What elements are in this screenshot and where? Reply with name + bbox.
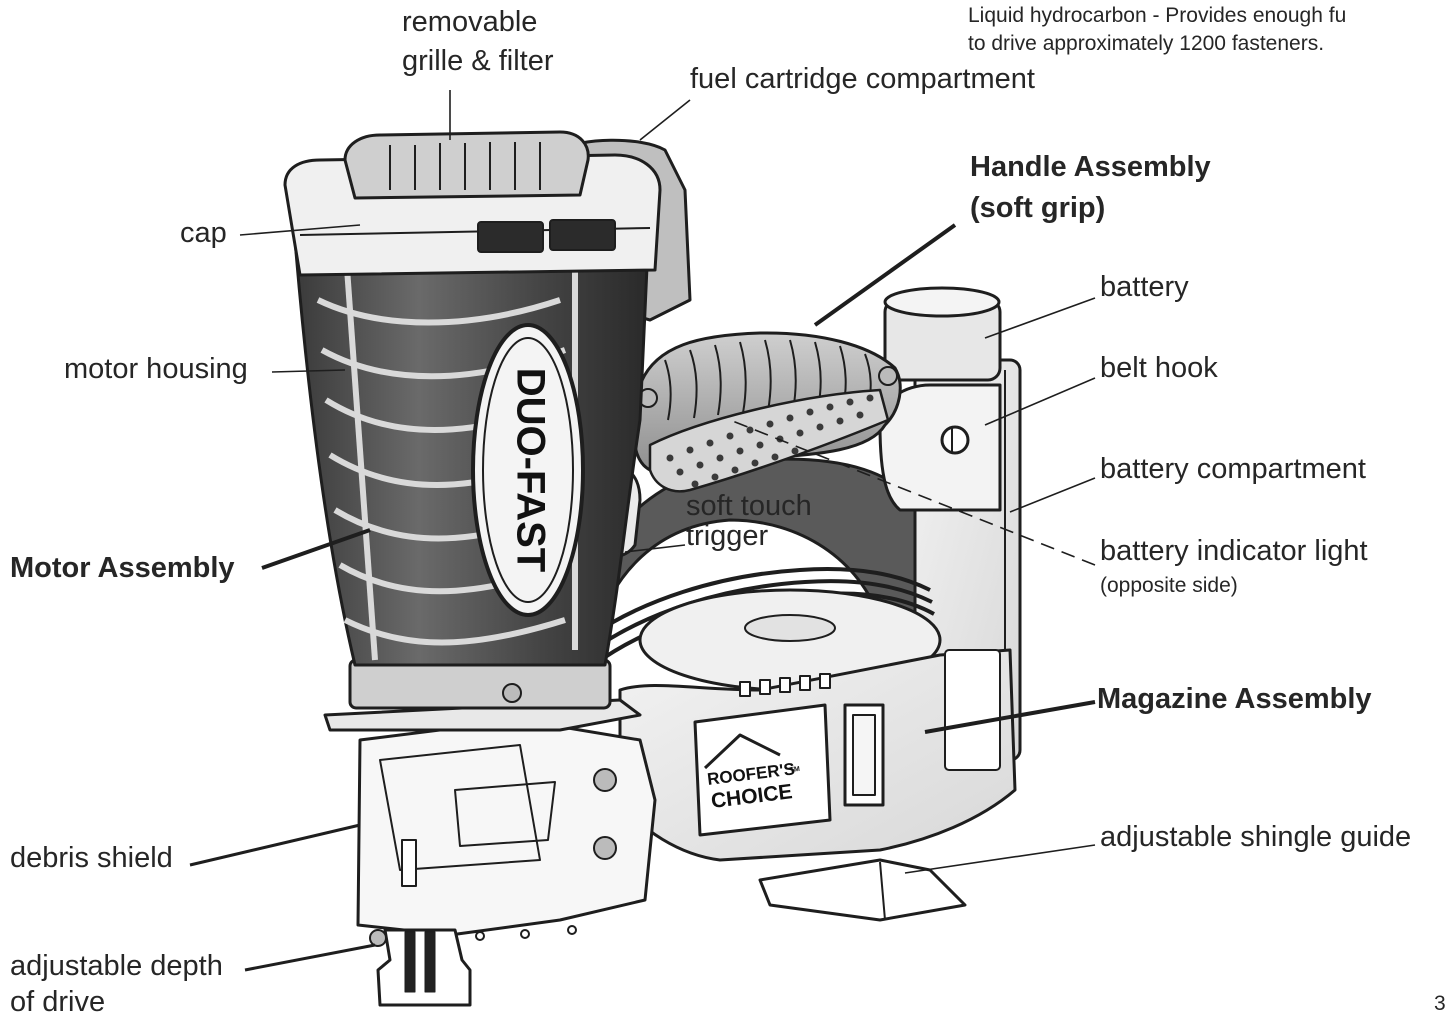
duofast-logo: DUO-FAST: [508, 368, 552, 572]
fuel-note-line2: to drive approximately 1200 fasteners.: [968, 32, 1325, 55]
label-removable-grille-1: removable: [402, 6, 538, 38]
label-removable-grille-2: grille & filter: [402, 45, 554, 77]
grip-dots: [666, 394, 874, 488]
magazine-teeth: [739, 649, 1001, 771]
page-number: 3: [1434, 992, 1446, 1015]
cap-button-left: [477, 221, 544, 253]
duofast-badge: [471, 323, 585, 617]
leader-depth: [244, 943, 376, 972]
label-motor-housing: motor housing: [64, 353, 248, 385]
leader-battery: [984, 297, 1096, 339]
roofers-choice-logo-tm: TM: [789, 766, 800, 774]
label-battery: battery: [1100, 271, 1189, 303]
leader-handle-assembly: [813, 223, 957, 327]
grille-slots: [389, 142, 541, 190]
label-motor-assembly: Motor Assembly: [10, 552, 235, 584]
label-soft-touch-2: trigger: [686, 520, 769, 552]
leader-motor-assembly: [261, 528, 371, 570]
label-opposite-side: (opposite side): [1100, 574, 1238, 597]
leader-magazine: [924, 700, 1096, 734]
depth-adjuster: [376, 928, 472, 1007]
leader-belt-hook: [984, 377, 1096, 426]
leader-trigger: [624, 544, 686, 553]
label-handle-assembly-2: (soft grip): [970, 192, 1106, 224]
shingle-guide: [758, 858, 967, 922]
roofers-choice-panel: [693, 703, 832, 837]
cap-button-right: [549, 219, 616, 251]
fuel-note-line1: Liquid hydrocarbon - Provides enough fu: [968, 4, 1347, 27]
label-magazine-assembly: Magazine Assembly: [1097, 683, 1372, 715]
label-shingle-guide: adjustable shingle guide: [1100, 821, 1412, 853]
leader-motor-housing: [271, 369, 346, 373]
trigger-grip-panel: [648, 388, 890, 493]
leader-fuel: [639, 99, 691, 141]
leader-cap: [239, 224, 361, 236]
label-soft-touch-1: soft touch: [686, 490, 812, 522]
label-depth-2: of drive: [10, 986, 106, 1018]
leader-battery-compartment: [1009, 477, 1096, 513]
callout-leaders: [189, 90, 1096, 972]
label-cap: cap: [180, 217, 227, 249]
label-belt-hook: belt hook: [1100, 352, 1218, 384]
motor-cage-ribs: [316, 239, 578, 661]
label-handle-assembly-1: Handle Assembly: [970, 151, 1211, 183]
grille-shape: [343, 130, 590, 200]
label-depth-1: adjustable depth: [10, 950, 223, 982]
label-battery-indicator: battery indicator light: [1100, 535, 1368, 567]
label-battery-compartment: battery compartment: [1100, 453, 1366, 485]
leader-debris-shield: [189, 823, 361, 867]
debris-shield-body: [356, 718, 657, 937]
leader-shingle-guide: [904, 844, 1096, 874]
nose-holes: [475, 925, 577, 941]
label-fuel-cartridge: fuel cartridge compartment: [690, 63, 1035, 95]
label-debris-shield: debris shield: [10, 842, 173, 874]
nailer-body: [283, 130, 1022, 1007]
